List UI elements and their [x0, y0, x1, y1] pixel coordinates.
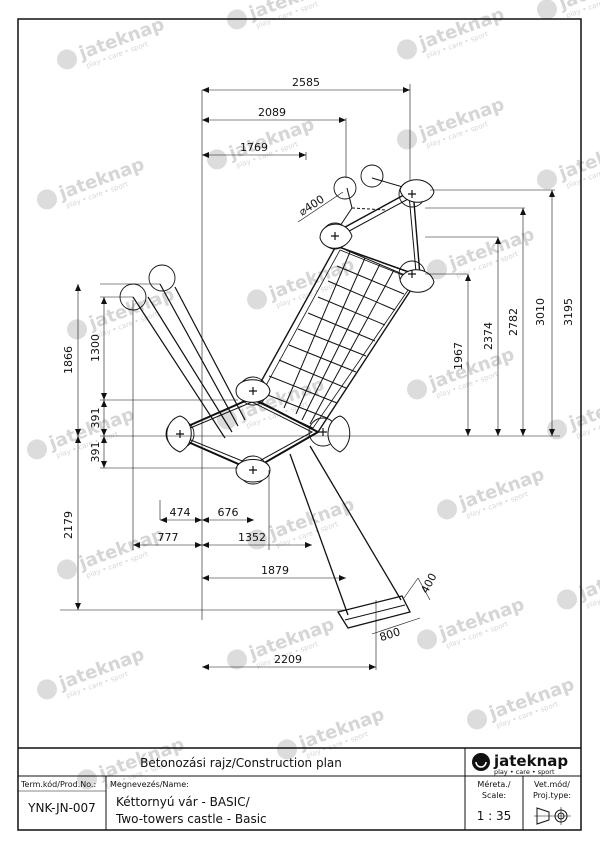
dim-1769: 1769 [240, 141, 268, 154]
jateknap-logo: jateknap play • care • sport [472, 752, 568, 776]
logo-tagline: play • care • sport [494, 768, 555, 776]
proj-label-2: Proj.type: [533, 791, 571, 800]
prod-no-value: YNK-JN-007 [27, 801, 96, 815]
post-center-mark [408, 270, 416, 278]
watermark-icon [417, 629, 438, 650]
watermark-icon [407, 379, 428, 400]
watermark-icon [537, 169, 558, 190]
watermark-icon [57, 559, 78, 580]
watermark-icon [207, 149, 228, 170]
dim-400-slide: 400 [418, 571, 439, 596]
dim-676: 676 [218, 506, 239, 519]
equipment-drawing [132, 177, 422, 629]
name-label: Megnevezés/Name: [110, 779, 189, 789]
dim-777: 777 [158, 531, 179, 544]
drawing-frame [17, 18, 582, 831]
dim-2209: 2209 [274, 653, 302, 666]
scale-value: 1 : 35 [477, 809, 512, 823]
watermark-icon [57, 49, 78, 70]
dim-1866: 1866 [62, 346, 75, 374]
post-leaves [166, 179, 435, 483]
dim-474: 474 [170, 506, 191, 519]
dim-1879: 1879 [261, 564, 289, 577]
watermark-icon [537, 0, 558, 20]
watermark-icon [67, 319, 88, 340]
watermark-brand: jateknap [575, 554, 600, 605]
watermark-icon [37, 679, 58, 700]
watermark-icon [557, 589, 578, 610]
proj-label-1: Vet.mód/ [534, 779, 570, 789]
dimension-labels: 2585 2089 1769 ⌀400 1866 1300 391 391 21… [62, 76, 575, 666]
dim-1967: 1967 [452, 342, 465, 370]
watermark-icon [77, 769, 98, 790]
product-name-line2: Two-towers castle - Basic [115, 812, 267, 826]
watermark-icon [547, 419, 568, 440]
dim-1300: 1300 [89, 334, 102, 362]
watermark-icon [397, 129, 418, 150]
post-center-mark [319, 428, 327, 436]
watermark-icon [427, 259, 448, 280]
dimension-lines [60, 84, 560, 670]
product-name-line1: Kéttornyú vár - BASIC/ [116, 795, 251, 809]
post-center-mark [249, 466, 257, 474]
watermark-icon [37, 189, 58, 210]
dim-3010: 3010 [534, 298, 547, 326]
dim-2179: 2179 [62, 511, 75, 539]
post-center-mark [331, 232, 339, 240]
watermark-icon [247, 289, 268, 310]
dim-391-a: 391 [89, 408, 102, 429]
logo-icon [472, 753, 490, 771]
post-center-mark [249, 387, 257, 395]
dim-2585: 2585 [292, 76, 320, 89]
dim-2782: 2782 [507, 308, 520, 336]
prod-no-label: Term.kód/Prod.No.: [20, 779, 96, 789]
watermark-icon [467, 709, 488, 730]
watermark-icon [27, 439, 48, 460]
title-block-texts: Betonozási rajz/Construction plan Term.k… [20, 752, 571, 826]
post-centers [176, 190, 416, 474]
title-block [18, 747, 581, 830]
dim-391-b: 391 [89, 442, 102, 463]
watermark-icon [397, 39, 418, 60]
logo-brand: jateknap [493, 752, 568, 770]
watermark-icon [277, 739, 298, 760]
dim-2374: 2374 [482, 322, 495, 350]
watermark-icon [437, 499, 458, 520]
post-center-mark [408, 190, 416, 198]
watermark-icon [227, 649, 248, 670]
dim-2089: 2089 [258, 106, 286, 119]
post-center-mark [176, 430, 184, 438]
projection-symbol-icon [534, 807, 571, 825]
scale-label-1: Méreta./ [477, 779, 510, 789]
drawing-title: Betonozási rajz/Construction plan [140, 756, 342, 770]
dim-1352: 1352 [238, 531, 266, 544]
dim-3195: 3195 [562, 298, 575, 326]
scale-label-2: Scale: [482, 791, 506, 800]
dim-diam400: ⌀400 [297, 193, 327, 219]
dim-800: 800 [378, 625, 402, 644]
